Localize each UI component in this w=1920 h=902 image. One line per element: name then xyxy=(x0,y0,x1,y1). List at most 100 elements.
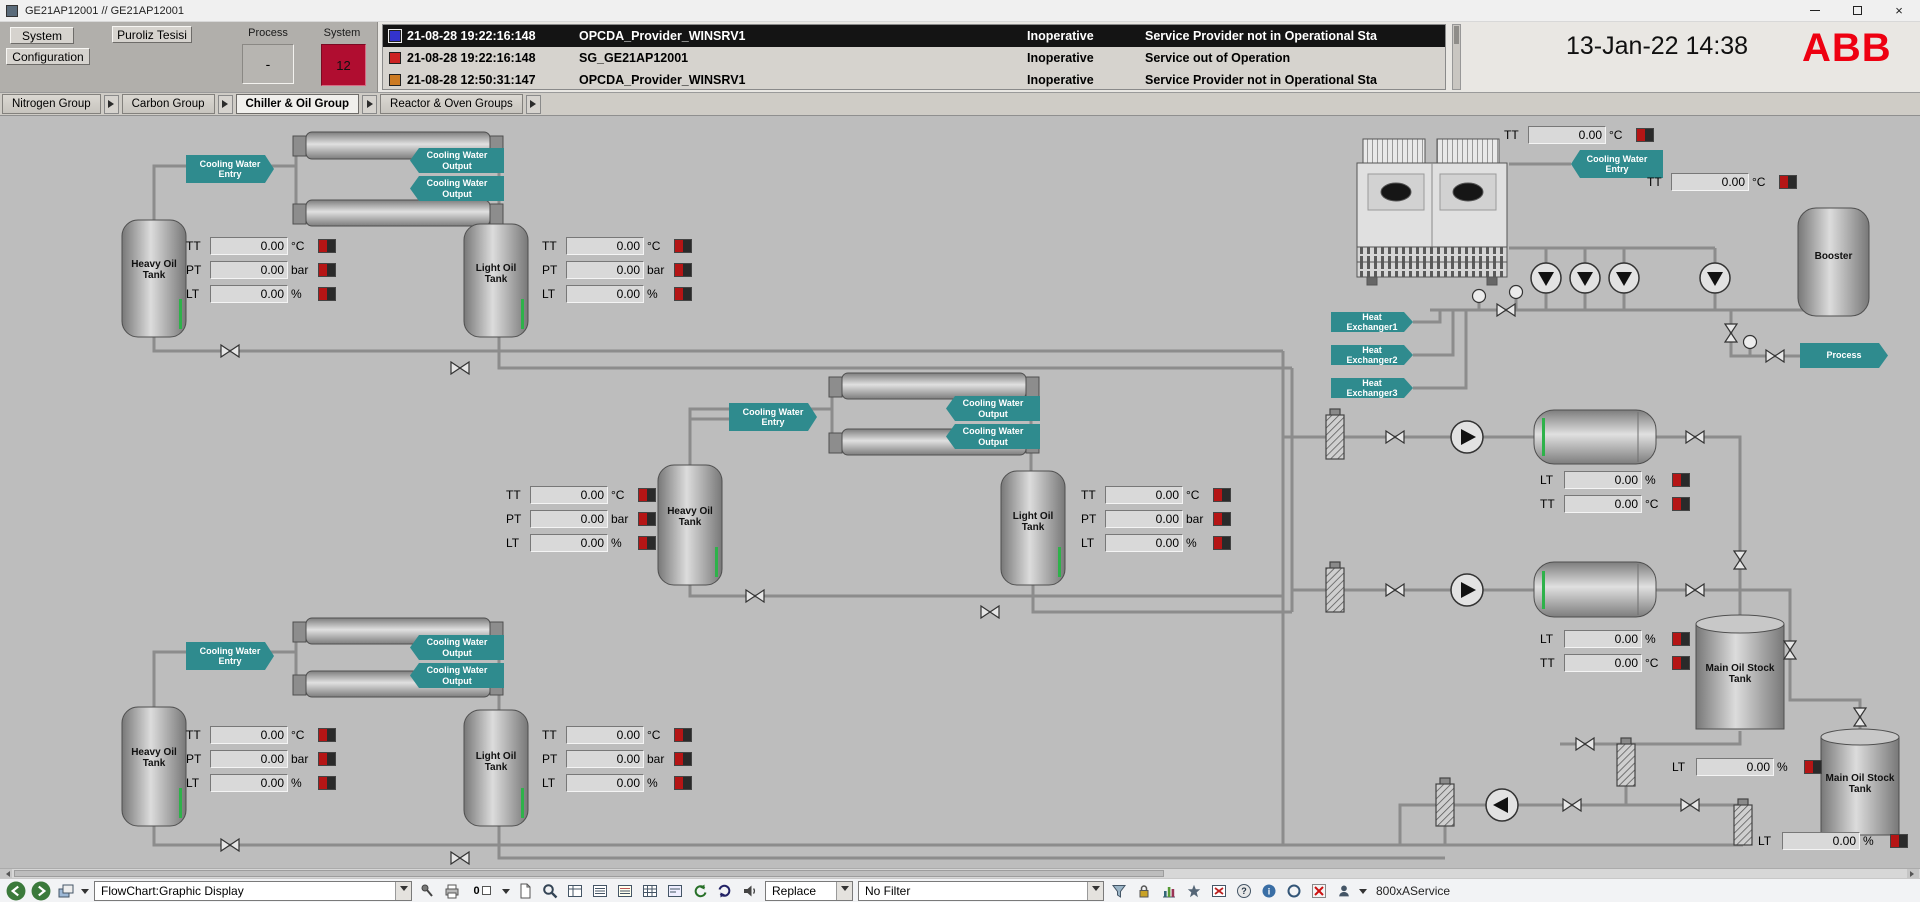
faceplate-icon[interactable] xyxy=(674,239,692,253)
booster-tank-label: Booster xyxy=(1798,242,1869,272)
plant-button[interactable]: Puroliz Tesisi xyxy=(112,26,192,43)
replace-selector[interactable]: Replace xyxy=(765,881,853,901)
list-view-icon[interactable] xyxy=(590,881,610,901)
tab-arrow-button[interactable] xyxy=(104,95,119,114)
info-icon[interactable]: i xyxy=(1259,881,1279,901)
display-mode-dropdown-icon[interactable] xyxy=(81,889,89,898)
grid-view-icon[interactable] xyxy=(640,881,660,901)
alarm-row[interactable]: 21-08-28 12:50:31:147 OPCDA_Provider_WIN… xyxy=(383,69,1445,90)
heat-exchangers[interactable] xyxy=(293,132,1039,697)
canvas-hscrollbar[interactable] xyxy=(0,868,1920,878)
tab-nitrogen-group[interactable]: Nitrogen Group xyxy=(2,94,101,114)
scroll-right-button[interactable] xyxy=(1907,869,1919,878)
faceplate-icon[interactable] xyxy=(1213,488,1231,502)
configuration-button[interactable]: Configuration xyxy=(6,48,90,65)
faceplate-icon[interactable] xyxy=(674,287,692,301)
system-menu-button[interactable]: System xyxy=(10,27,74,44)
faceplate-icon[interactable] xyxy=(638,512,656,526)
pumps[interactable] xyxy=(1451,263,1730,821)
faceplate-icon[interactable] xyxy=(638,536,656,550)
display-selector[interactable]: FlowChart:Graphic Display xyxy=(94,881,412,901)
chart-icon[interactable] xyxy=(1159,881,1179,901)
forward-button[interactable] xyxy=(31,881,51,901)
faceplate-icon[interactable] xyxy=(1804,760,1822,774)
faceplate-icon[interactable] xyxy=(318,728,336,742)
combo-arrow-icon[interactable] xyxy=(1087,882,1103,900)
maximize-button[interactable] xyxy=(1836,0,1878,21)
alarm-state: Inoperative xyxy=(1027,29,1145,43)
faceplate-icon[interactable] xyxy=(1779,175,1797,189)
display-mode-icon[interactable] xyxy=(56,881,76,901)
faceplate-icon[interactable] xyxy=(1213,536,1231,550)
faceplate-icon[interactable] xyxy=(1890,834,1908,848)
event-list-icon[interactable] xyxy=(615,881,635,901)
faceplate-icon[interactable] xyxy=(318,263,336,277)
filter-funnel-icon[interactable] xyxy=(1109,881,1129,901)
heavy-oil-tank-label: Heavy Oil Tank xyxy=(122,248,186,292)
combo-arrow-icon[interactable] xyxy=(395,882,411,900)
tab-reactor-oven-groups[interactable]: Reactor & Oven Groups xyxy=(380,94,523,114)
tab-arrow-button[interactable] xyxy=(526,95,541,114)
filter-selector[interactable]: No Filter xyxy=(858,881,1104,901)
faceplate-icon[interactable] xyxy=(674,752,692,766)
refresh-subscription-icon[interactable] xyxy=(690,881,710,901)
pin-icon[interactable] xyxy=(417,881,437,901)
scroll-left-button[interactable] xyxy=(0,869,12,878)
tab-chiller-oil-group[interactable]: Chiller & Oil Group xyxy=(236,94,360,114)
scroll-thumb[interactable] xyxy=(14,870,1164,877)
alarm-row[interactable]: 21-08-28 19:22:16:148 OPCDA_Provider_WIN… xyxy=(383,25,1445,47)
faceplate-icon[interactable] xyxy=(1636,128,1654,142)
combo-arrow-icon[interactable] xyxy=(836,882,852,900)
close-view-icon[interactable] xyxy=(1209,881,1229,901)
favorites-star-icon[interactable] xyxy=(1184,881,1204,901)
faceplate-icon[interactable] xyxy=(318,239,336,253)
record-icon[interactable] xyxy=(1284,881,1304,901)
process-alarm-count[interactable]: - xyxy=(242,44,294,84)
alarm-scrollbar[interactable] xyxy=(1452,24,1461,90)
faceplate-icon[interactable] xyxy=(318,287,336,301)
print-icon[interactable] xyxy=(442,881,462,901)
table-view-icon[interactable] xyxy=(565,881,585,901)
alarm-row[interactable]: 21-08-28 19:22:16:148 SG_GE21AP12001 Ino… xyxy=(383,47,1445,69)
lock-icon[interactable] xyxy=(1134,881,1154,901)
faceplate-icon[interactable] xyxy=(1672,497,1690,511)
oil-tanks[interactable] xyxy=(122,208,1869,826)
user-dropdown-icon[interactable] xyxy=(1359,889,1367,898)
tt-field: TT0.00°C xyxy=(542,236,692,255)
faceplate-icon[interactable] xyxy=(1672,473,1690,487)
find-icon[interactable] xyxy=(540,881,560,901)
chiller-unit[interactable] xyxy=(1357,139,1507,285)
bottom-toolbar: FlowChart:Graphic Display 0 Replace No F… xyxy=(0,878,1920,902)
cooling-water-output-tag: Cooling Water Output xyxy=(946,424,1040,449)
system-alarm-count[interactable]: 12 xyxy=(321,44,366,86)
faceplate-icon[interactable] xyxy=(318,752,336,766)
tab-carbon-group[interactable]: Carbon Group xyxy=(122,94,215,114)
user-icon[interactable] xyxy=(1334,881,1354,901)
aspect-count-menu[interactable]: 0 xyxy=(467,881,497,901)
alarm-message: Service Provider not in Operational Sta xyxy=(1145,29,1445,43)
faceplate-icon[interactable] xyxy=(1672,632,1690,646)
faceplate-icon[interactable] xyxy=(318,776,336,790)
close-button[interactable]: × xyxy=(1878,0,1920,21)
cooling-water-entry-tag: Cooling Water Entry xyxy=(186,155,274,183)
faceplate-icon[interactable] xyxy=(1213,512,1231,526)
log-view-icon[interactable] xyxy=(665,881,685,901)
separator-vessels[interactable] xyxy=(1534,410,1656,617)
abb-logo: ABB xyxy=(1802,26,1892,71)
aspect-dropdown-icon[interactable] xyxy=(502,889,510,898)
faceplate-icon[interactable] xyxy=(674,263,692,277)
display-selector-value: FlowChart:Graphic Display xyxy=(101,884,244,898)
faceplate-icon[interactable] xyxy=(674,776,692,790)
minimize-button[interactable] xyxy=(1794,0,1836,21)
faceplate-icon[interactable] xyxy=(638,488,656,502)
faceplate-icon[interactable] xyxy=(1672,656,1690,670)
tab-arrow-button[interactable] xyxy=(362,95,377,114)
audio-icon[interactable] xyxy=(740,881,760,901)
help-icon[interactable]: ? xyxy=(1234,881,1254,901)
tab-arrow-button[interactable] xyxy=(218,95,233,114)
new-view-icon[interactable] xyxy=(515,881,535,901)
delete-icon[interactable] xyxy=(1309,881,1329,901)
resubscribe-icon[interactable] xyxy=(715,881,735,901)
faceplate-icon[interactable] xyxy=(674,728,692,742)
back-button[interactable] xyxy=(6,881,26,901)
